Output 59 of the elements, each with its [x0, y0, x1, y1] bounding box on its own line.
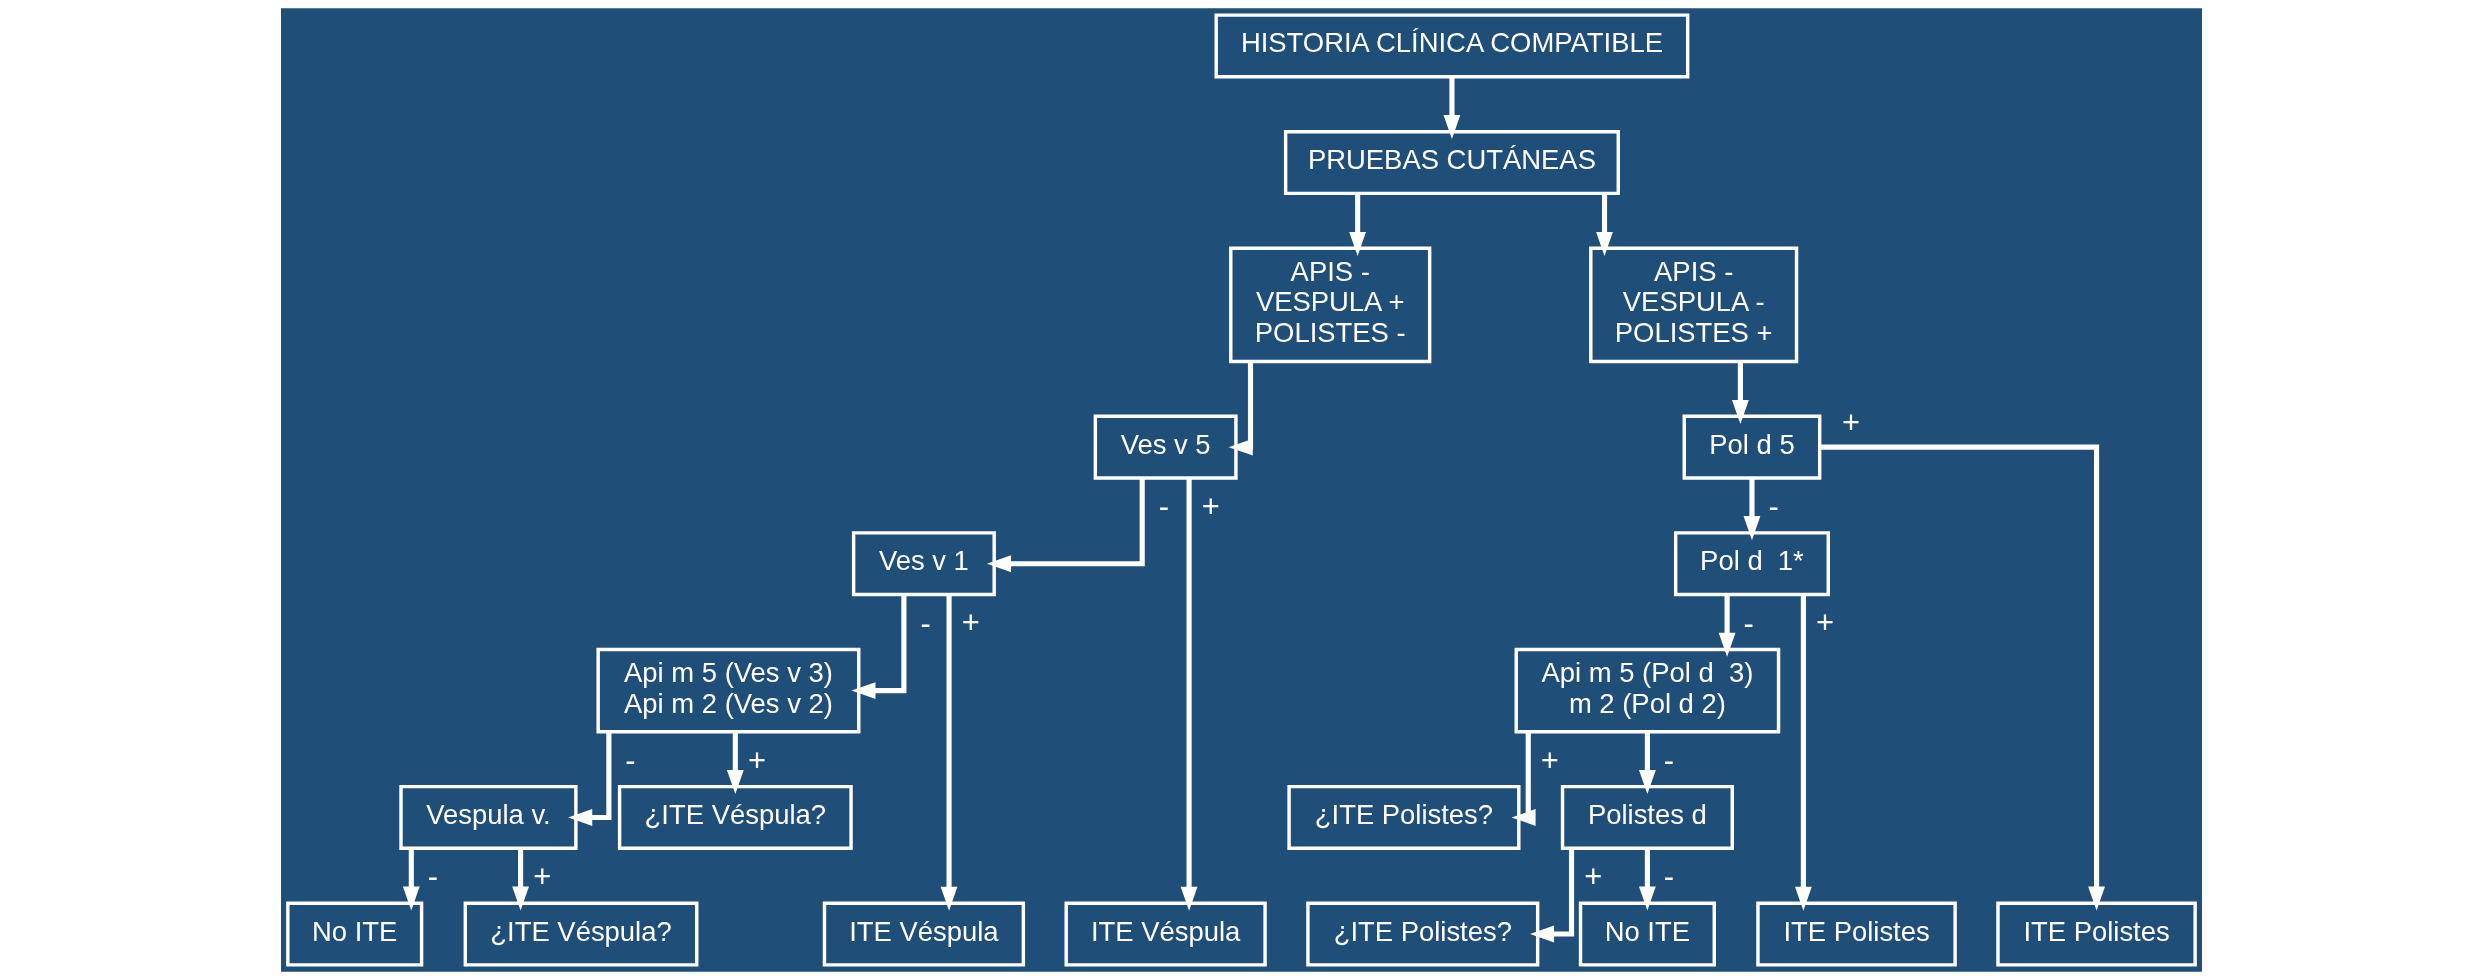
- node-box: ¿ITE Polistes?: [1306, 901, 1540, 967]
- edge-label: +: [1816, 605, 1835, 641]
- node-box: PRUEBAS CUTÁNEAS: [1283, 129, 1620, 196]
- edge-label: -: [1743, 605, 1754, 641]
- node-box: Vespula v.: [399, 784, 578, 851]
- node-box: APIS - VESPULA - POLISTES +: [1589, 246, 1799, 364]
- node-box: Pol d 5: [1682, 414, 1822, 480]
- arrow: [726, 732, 744, 795]
- arrow: [1743, 478, 1761, 541]
- arrow: [1638, 848, 1656, 911]
- edge-label: +: [747, 742, 766, 778]
- edge-label: +: [1201, 488, 1220, 524]
- edge-label: -: [1663, 742, 1675, 778]
- arrow: [1228, 361, 1254, 456]
- node-box: ¿ITE Véspula?: [463, 901, 699, 967]
- node-box: ¿ITE Polistes?: [1287, 784, 1521, 851]
- edge-label: +: [533, 859, 552, 895]
- arrow: [1638, 732, 1656, 795]
- arrow: [1511, 732, 1536, 826]
- arrow: [1596, 193, 1613, 256]
- arrow: [987, 478, 1145, 573]
- edge-label: -: [920, 605, 931, 641]
- edge-label: -: [1158, 488, 1169, 524]
- arrow: [402, 848, 420, 911]
- node-box: No ITE: [1578, 901, 1716, 967]
- node-box: Ves v 1: [851, 531, 996, 597]
- arrow: [940, 594, 958, 911]
- edge-label: +: [1540, 742, 1559, 778]
- arrow: [1820, 444, 2105, 911]
- node-box: Api m 5 (Ves v 3) Api m 2 (Ves v 2): [596, 647, 861, 734]
- node-box: ITE Polistes: [1996, 901, 2197, 967]
- node-box: Api m 5 (Pol d 3) m 2 (Pol d 2): [1514, 647, 1781, 734]
- node-box: HISTORIA CLÍNICA COMPATIBLE: [1214, 13, 1690, 79]
- edge-label: +: [961, 605, 980, 641]
- edge-label: -: [1663, 859, 1675, 895]
- edge-label: -: [625, 742, 636, 778]
- node-box: Ves v 5: [1093, 414, 1238, 480]
- arrow: [1349, 193, 1367, 256]
- node-box: APIS - VESPULA + POLISTES -: [1229, 246, 1432, 364]
- arrow: [1180, 478, 1198, 911]
- node-box: Polistes d: [1560, 784, 1734, 851]
- node-box: ¿ITE Véspula?: [617, 784, 853, 851]
- edge-label: +: [1841, 405, 1860, 441]
- edge-label: -: [427, 859, 439, 895]
- arrow: [851, 595, 907, 699]
- edge-label: -: [1768, 488, 1779, 524]
- node-box: ITE Véspula: [1064, 901, 1267, 967]
- arrow: [512, 848, 529, 911]
- arrow: [1794, 594, 1812, 911]
- node-box: ITE Véspula: [822, 901, 1026, 967]
- edge-label: +: [1584, 859, 1603, 895]
- arrow: [568, 732, 612, 826]
- arrow: [1443, 77, 1461, 139]
- node-box: ITE Polistes: [1756, 901, 1957, 967]
- node-box: Pol d 1*: [1673, 531, 1830, 597]
- node-box: No ITE: [286, 901, 424, 967]
- arrow: [1731, 361, 1749, 425]
- arrow: [1530, 848, 1575, 943]
- arrow: [1718, 595, 1736, 657]
